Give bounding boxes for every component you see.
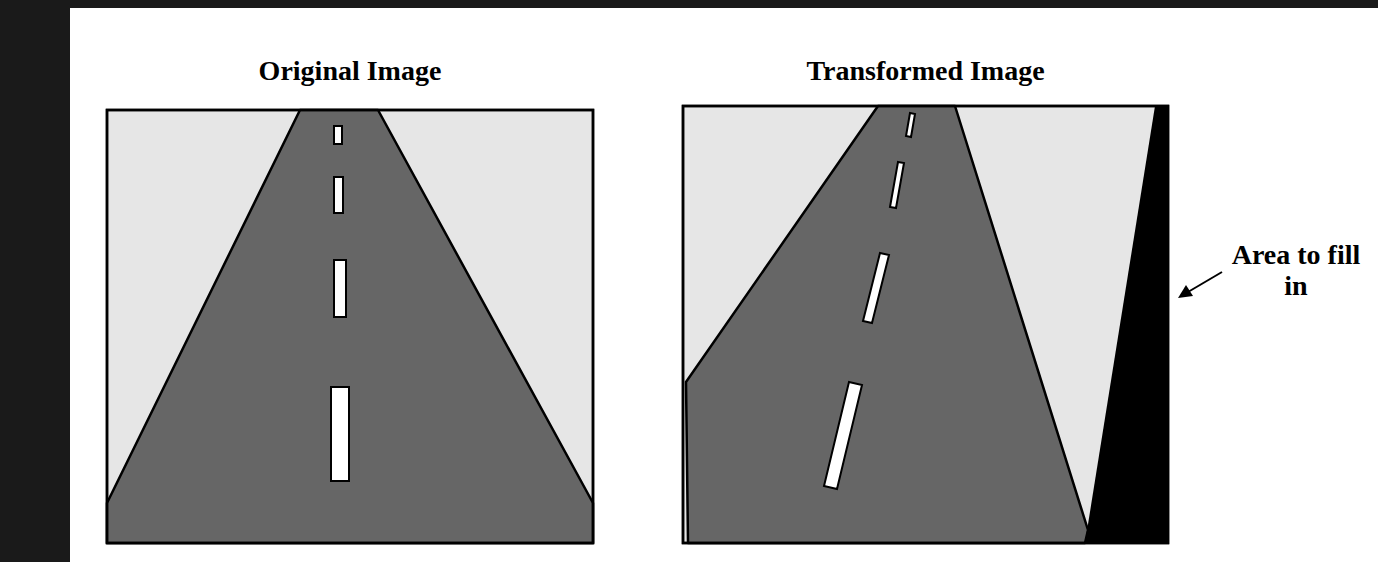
- image-frame: [107, 110, 593, 543]
- arrow-head: [1178, 285, 1193, 298]
- road: [107, 110, 593, 543]
- image-panel: Transformed Image: [683, 56, 1168, 87]
- lane-dash: [334, 126, 342, 144]
- lane-dash: [334, 260, 346, 317]
- lane-dash: [824, 382, 862, 489]
- panel-heading: Original Image: [107, 56, 593, 87]
- lane-dash: [331, 387, 349, 481]
- slide-border: [0, 0, 70, 562]
- slide-border: [0, 0, 1378, 8]
- image-frame: [683, 106, 1168, 543]
- image-panel: Original Image: [107, 56, 593, 87]
- lane-dash: [890, 162, 904, 208]
- panel-heading: Transformed Image: [683, 56, 1168, 87]
- callout-label: Area to fill in: [1226, 240, 1366, 302]
- fill-area: [1085, 106, 1168, 543]
- image-frame: [683, 106, 1168, 543]
- leader-line: [1188, 272, 1222, 292]
- image-frame: [107, 110, 593, 543]
- road: [686, 106, 1088, 543]
- lane-dash: [906, 113, 915, 137]
- lane-dash: [863, 253, 889, 323]
- lane-dash: [334, 177, 343, 213]
